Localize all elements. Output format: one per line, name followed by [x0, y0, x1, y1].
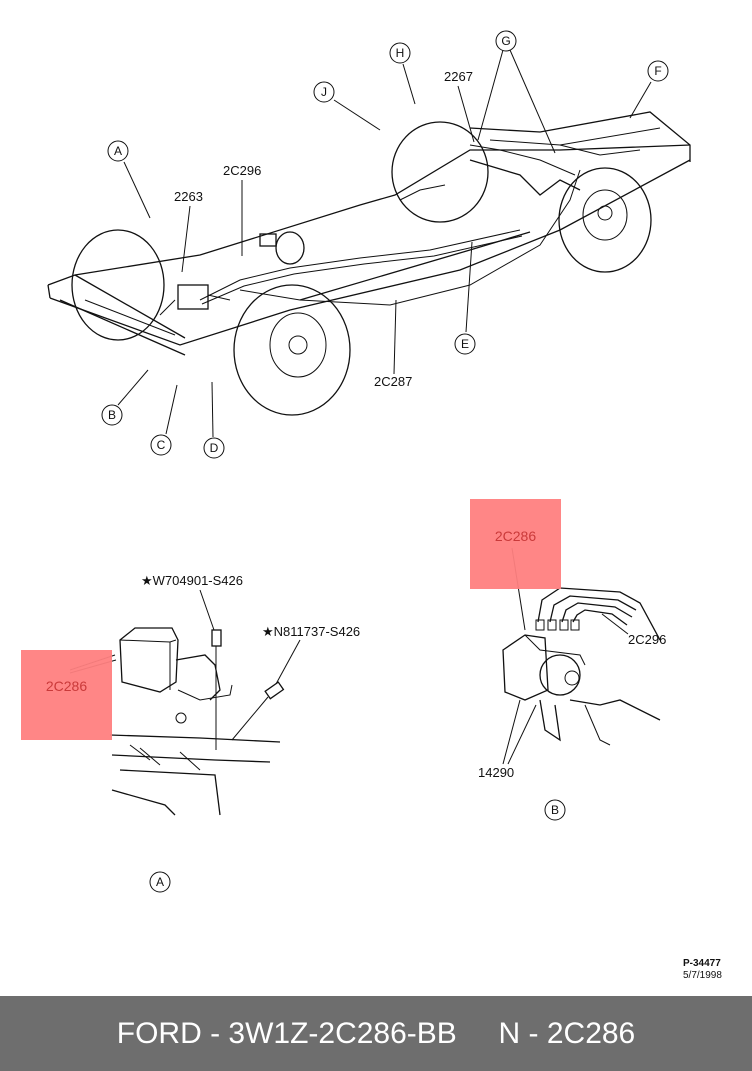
svg-text:D: D	[210, 441, 219, 455]
callout-circles: A B C D E F G H J	[101, 30, 669, 459]
figure-date: 5/7/1998	[683, 970, 722, 981]
svg-text:B: B	[108, 408, 116, 422]
svg-text:A: A	[114, 144, 122, 158]
svg-text:A: A	[156, 875, 164, 889]
highlight-2c286-left: 2C286	[21, 650, 112, 740]
figure-code: P-34477	[683, 958, 721, 969]
label-2267: 2267	[444, 69, 473, 84]
callout-j: J	[313, 81, 335, 103]
view-label-a: A	[149, 871, 171, 893]
label-2263: 2263	[174, 189, 203, 204]
callout-e: E	[454, 333, 476, 355]
part-footer: FORD - 3W1Z-2C286-BB N - 2C286	[0, 996, 752, 1071]
part-labels-top: 2263 2C296 2267 2C287	[174, 69, 473, 389]
callout-h: H	[389, 42, 411, 64]
callout-c: C	[150, 434, 172, 456]
callout-g: G	[495, 30, 517, 52]
label-w704901: ★W704901-S426	[141, 573, 243, 588]
detail-view-b	[502, 547, 661, 765]
callout-a: A	[107, 140, 129, 162]
part-labels-detail: ★W704901-S426 ★N811737-S426 2C296 14290	[141, 573, 666, 780]
callout-arrows	[117, 49, 652, 438]
chassis-diagram: A B C D E F G H J 2263 2C296 2267 2C287	[47, 30, 691, 893]
label-2c287: 2C287	[374, 374, 412, 389]
highlight-2c286-right: 2C286	[470, 499, 561, 589]
highlight-label-right: 2C286	[494, 528, 537, 544]
footer-part-name: N - 2C286	[498, 1016, 636, 1050]
label-n811737: ★N811737-S426	[262, 624, 360, 639]
callout-b: B	[101, 404, 123, 426]
highlight-label-left: 2C286	[45, 678, 88, 694]
footer-part-number: FORD - 3W1Z-2C286-BB	[116, 1016, 457, 1050]
svg-text:H: H	[396, 46, 405, 60]
chassis-drawing	[47, 111, 691, 416]
label-14290: 14290	[478, 765, 514, 780]
svg-text:C: C	[157, 438, 166, 452]
svg-text:F: F	[654, 64, 661, 78]
label-2c296-b: 2C296	[628, 632, 666, 647]
svg-text:G: G	[501, 34, 510, 48]
view-labels: A B	[149, 799, 566, 893]
view-label-b: B	[544, 799, 566, 821]
svg-text:B: B	[551, 803, 559, 817]
callout-d: D	[203, 437, 225, 459]
label-2c296-top: 2C296	[223, 163, 261, 178]
svg-text:E: E	[461, 337, 469, 351]
detail-view-a	[69, 589, 301, 816]
callout-f: F	[647, 60, 669, 82]
svg-text:J: J	[321, 85, 327, 99]
